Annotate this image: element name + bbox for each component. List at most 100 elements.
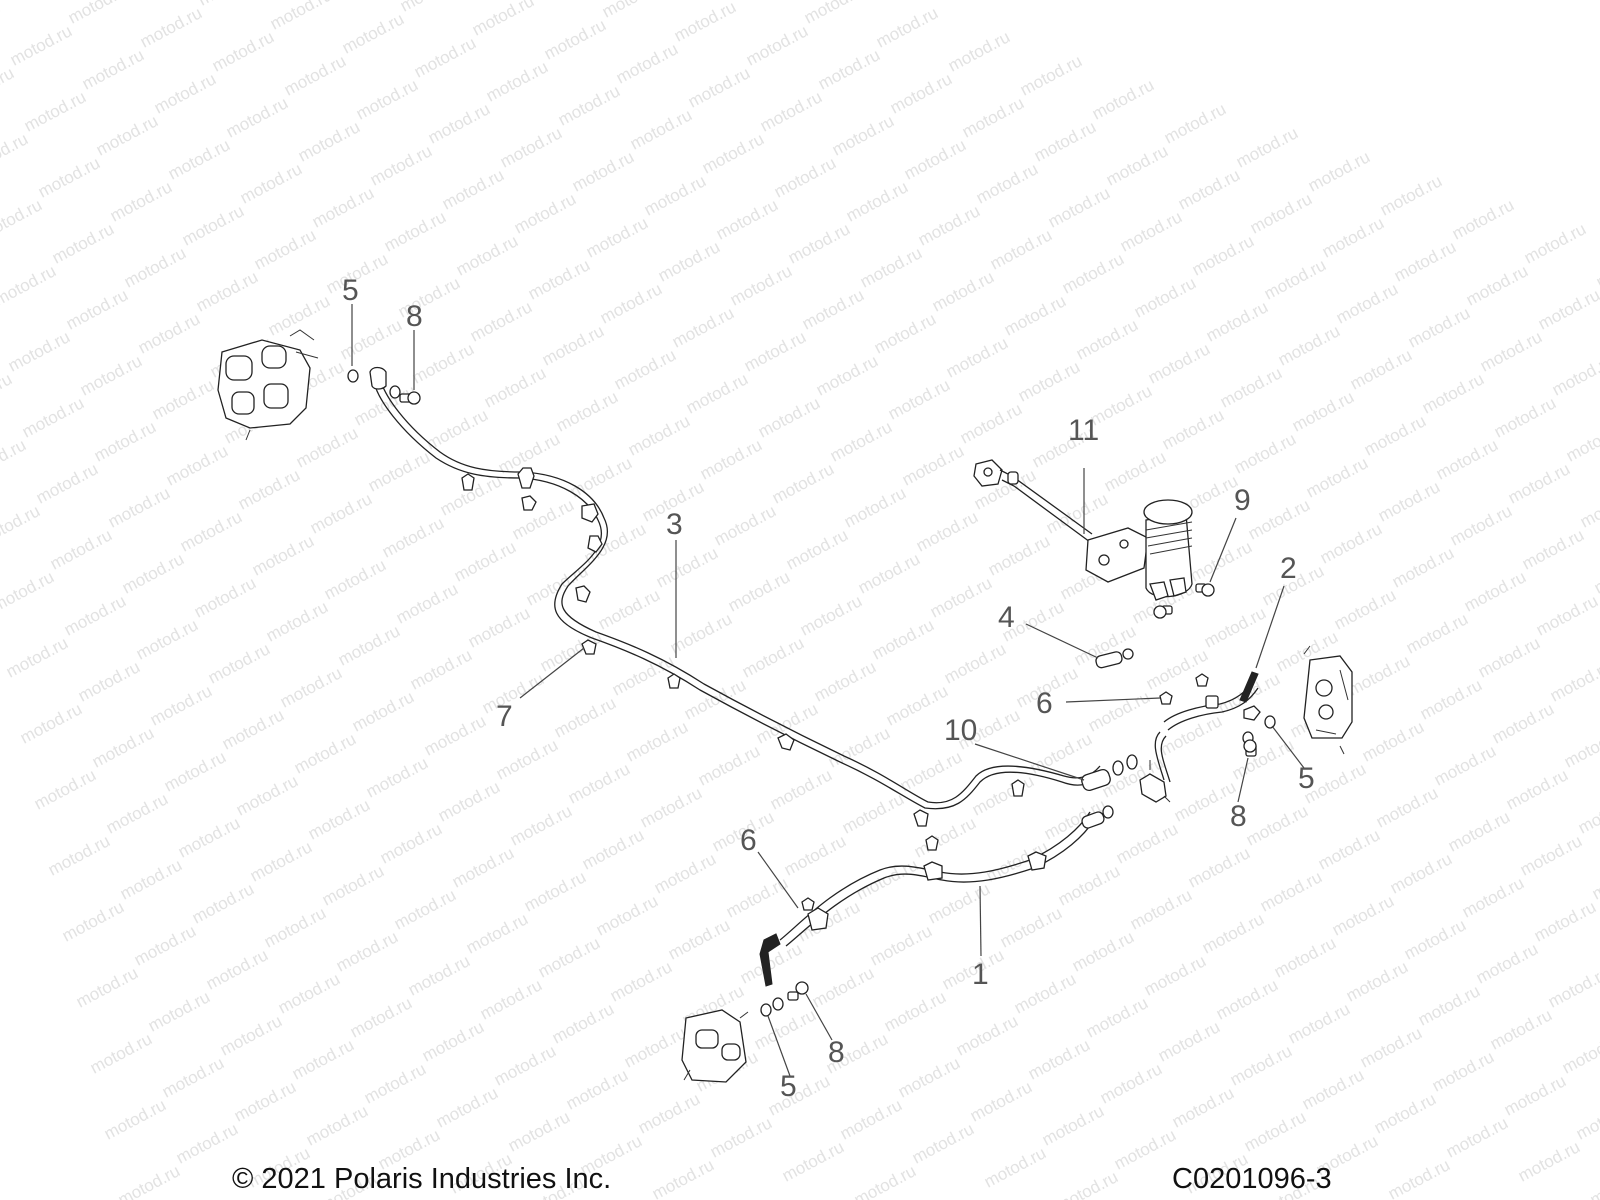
watermark-text: motod.ru [637,783,705,831]
figure-code: C0201096-3 [1172,1163,1332,1195]
watermark-text: motod.ru [1289,387,1357,435]
watermark-text: motod.ru [149,375,217,423]
watermark-text: motod.ru [997,903,1065,951]
watermark-text: motod.ru [165,135,233,183]
watermark-text: motod.ru [541,15,609,63]
watermark-text: motod.ru [237,159,305,207]
watermark-text: motod.ru [569,147,637,195]
watermark-text: motod.ru [1519,525,1587,573]
watermark-text: motod.ru [649,1155,717,1200]
watermark-text: motod.ru [5,327,73,375]
watermark-text: motod.ru [873,3,941,51]
watermark-text: motod.ru [3,633,71,681]
watermark-text: motod.ru [1403,609,1471,657]
watermark-text: motod.ru [1401,915,1469,963]
watermark-text: motod.ru [35,153,103,201]
watermark-text: motod.ru [769,459,837,507]
front-right-caliper [1303,645,1353,755]
watermark-text: motod.ru [75,657,143,705]
watermark-text: motod.ru [0,435,29,483]
watermark-text: motod.ru [1131,273,1199,321]
watermark-text: motod.ru [1229,735,1297,783]
watermark-text: motod.ru [713,195,781,243]
watermark-text: motod.ru [1317,519,1385,567]
watermark-text: motod.ru [681,675,749,723]
watermark-text: motod.ru [233,771,301,819]
watermark-text: motod.ru [829,111,897,159]
watermark-text: motod.ru [107,177,175,225]
watermark-text: motod.ru [1175,165,1243,213]
callout-3: 3 [666,508,683,541]
watermark-text: motod.ru [857,243,925,291]
watermark-text: motod.ru [433,1083,501,1131]
watermark-text: motod.ru [59,897,127,945]
watermark-text: motod.ru [247,837,315,885]
watermark-text: motod.ru [1547,657,1600,705]
watermark-text: motod.ru [1593,243,1600,291]
watermark-text: motod.ru [1241,1107,1309,1155]
watermark-text: motod.ru [953,1011,1021,1059]
watermark-text: motod.ru [1045,183,1113,231]
watermark-text: motod.ru [0,261,59,309]
watermark-text: motod.ru [481,363,549,411]
watermark-text: motod.ru [409,339,477,387]
watermark-text: motod.ru [623,717,691,765]
watermark-text: motod.ru [739,633,807,681]
watermark-text: motod.ru [851,1161,919,1200]
watermark-text: motod.ru [593,891,661,939]
watermark-text: motod.ru [435,777,503,825]
watermark-text: motod.ru [1505,459,1573,507]
watermark-text: motod.ru [899,441,967,489]
watermark-text: motod.ru [855,549,923,597]
watermark-text: motod.ru [827,417,895,465]
watermark-text: motod.ru [251,225,319,273]
watermark-text: motod.ru [479,669,547,717]
watermark-text: motod.ru [105,483,173,531]
watermark-text: motod.ru [767,765,835,813]
watermark-text: motod.ru [755,393,823,441]
watermark-text: motod.ru [1417,675,1485,723]
watermark-text: motod.ru [1271,933,1339,981]
watermark-text: motod.ru [1549,351,1600,399]
washer-5-lower [760,1003,772,1017]
watermark-text: motod.ru [621,1023,689,1071]
watermark-text: motod.ru [771,153,839,201]
watermark-text: motod.ru [1097,1059,1165,1107]
watermark-text: motod.ru [163,441,231,489]
watermark-text: motod.ru [1319,213,1387,261]
watermark-text: motod.ru [757,87,825,135]
washer-upper-b [389,385,401,399]
watermark-text: motod.ru [925,879,993,927]
watermark-text: motod.ru [379,513,447,561]
watermark-text: motod.ru [723,873,791,921]
watermark-text: motod.ru [943,333,1011,381]
watermark-text: motod.ru [627,105,695,153]
watermark-text: motod.ru [0,195,45,243]
watermark-text: motod.ru [625,411,693,459]
brake-line-3 [369,366,1105,827]
watermark-text: motod.ru [1347,345,1415,393]
watermark-text: motod.ru [729,0,797,4]
watermark-text: motod.ru [175,813,243,861]
watermark-text: motod.ru [841,483,909,531]
brake-line-1 [759,805,1114,987]
watermark-text: motod.ru [853,855,921,903]
watermark-text: motod.ru [133,615,201,663]
callout-8-right: 8 [1230,800,1247,833]
watermark-text: motod.ru [1233,123,1301,171]
copyright-text: © 2021 Polaris Industries Inc. [232,1163,612,1195]
watermark-text: motod.ru [363,753,431,801]
watermark-text: motod.ru [1055,861,1123,909]
watermark-text: motod.ru [1463,261,1531,309]
watermark-text: motod.ru [191,573,259,621]
watermark-text: motod.ru [161,747,229,795]
watermark-text: motod.ru [421,711,489,759]
watermark-text: motod.ru [17,699,85,747]
watermark-text: motod.ru [411,33,479,81]
watermark-text: motod.ru [465,603,533,651]
watermark-text: motod.ru [1027,729,1095,777]
watermark-text: motod.ru [337,315,405,363]
watermark-text: motod.ru [121,243,189,291]
fitting-4 [1095,648,1134,669]
tee-fitting-10 [1081,754,1171,803]
